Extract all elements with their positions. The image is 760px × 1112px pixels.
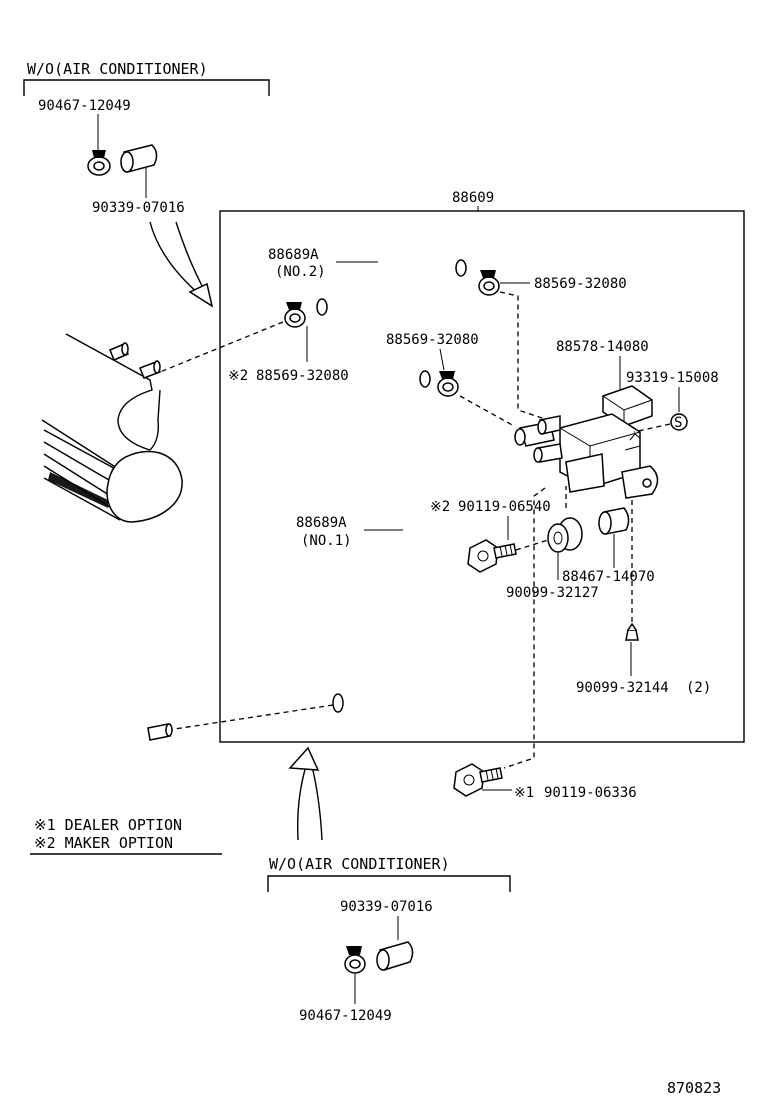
grommet-label: 90099-32127 (506, 585, 599, 601)
hose-no1-end-top (419, 370, 431, 388)
clip-icon (625, 622, 639, 641)
hose-no2-name-label: (NO.2) (275, 264, 326, 280)
valve-body-icon (514, 413, 659, 499)
bolt-upper-mark: ※2 (430, 499, 450, 515)
hose-no2-end-left (316, 298, 328, 316)
cap-part-label: 93319-15008 (626, 370, 719, 386)
top-group-arrow-head (188, 282, 214, 308)
engine-body-drawing (41, 333, 183, 523)
hose-no1-part-label: 88689A (296, 515, 347, 531)
clamp-mid-leader (439, 348, 445, 371)
collar-label: 88467-14070 (562, 569, 655, 585)
top-group-arrow-lines (149, 221, 208, 296)
bottom-clamp-label: 90467-12049 (299, 1008, 392, 1024)
top-sleeve-label: 90339-07016 (92, 200, 185, 216)
diagram-code: 870823 (667, 1079, 721, 1097)
assembly-label: 88609 (452, 190, 494, 206)
bolt-upper-icon (467, 539, 517, 573)
clamp-right-top-label: 88569-32080 (534, 276, 627, 292)
bottom-group-bracket (267, 875, 511, 892)
hose-no2-end-right (455, 259, 467, 277)
clip-qty-label: (2) (686, 680, 711, 696)
top-sleeve-icon (120, 144, 158, 173)
bolt-lower-icon (453, 763, 503, 797)
clamp-right-top-icon (478, 270, 500, 296)
bolt-upper-label: 90119-06540 (458, 499, 551, 515)
clamp-mid-icon (437, 371, 459, 397)
bottom-sleeve-icon (376, 941, 414, 971)
legend-maker-option: ※2 MAKER OPTION (34, 834, 173, 852)
assembly-frame (219, 210, 745, 743)
collar-icon (598, 507, 630, 535)
clamp-left-mark: ※2 (228, 368, 248, 384)
svg-text:S: S (674, 415, 682, 431)
bolt-lower-label: 90119-06336 (544, 785, 637, 801)
bolt-lower-mark: ※1 (514, 785, 534, 801)
bottom-clamp-icon (344, 946, 366, 974)
top-group-bracket (23, 79, 270, 96)
clamp-left-dashline (159, 321, 284, 373)
legend-dealer-option: ※1 DEALER OPTION (34, 816, 182, 834)
cap-icon: S (670, 413, 688, 431)
hose-no1-dashline (167, 704, 334, 731)
bottom-group-title: W/O(AIR CONDITIONER) (269, 855, 450, 873)
clip-label: 90099-32144 (576, 680, 669, 696)
top-clamp-label: 90467-12049 (38, 98, 131, 114)
clamp-mid-dashline (459, 395, 515, 427)
top-group-title: W/O(AIR CONDITIONER) (27, 60, 208, 78)
pipe-stub-bottom-icon (147, 723, 173, 741)
grommet-icon (547, 517, 583, 553)
bottom-group-arrow-lines (297, 765, 323, 841)
bottom-group-arrow-head (288, 746, 320, 771)
hose-no1-name-label: (NO.1) (301, 533, 352, 549)
bolt-upper-to-grommet-dash (515, 539, 549, 551)
clamp-left-label: 88569-32080 (256, 368, 349, 384)
clamp-left-icon (284, 302, 306, 328)
top-clamp-icon (87, 150, 111, 176)
clamp-mid-label: 88569-32080 (386, 332, 479, 348)
bottom-sleeve-label: 90339-07016 (340, 899, 433, 915)
cap-dashline (633, 423, 671, 433)
hose-no2-part-label: 88689A (268, 247, 319, 263)
clamp-right-top-dashline (499, 291, 549, 421)
bolt-lower-dashline (503, 487, 546, 769)
hose-no1-end-bottom (332, 693, 344, 713)
valve-label: 88578-14080 (556, 339, 649, 355)
